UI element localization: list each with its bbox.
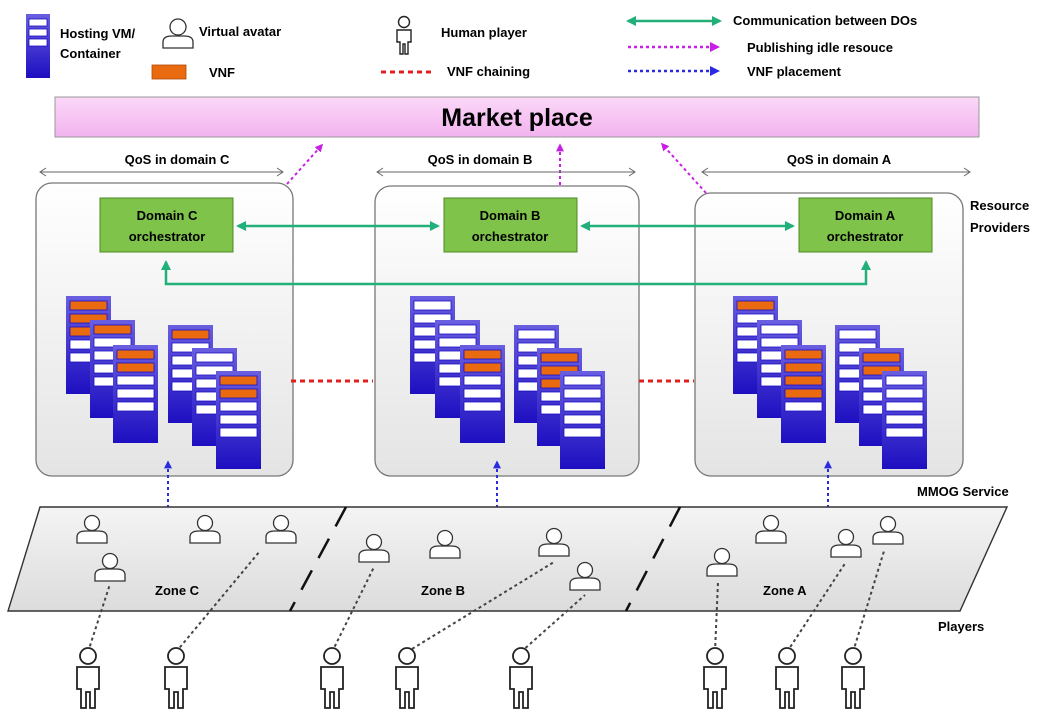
server-icon-14	[781, 345, 826, 443]
publish-arrows	[286, 142, 707, 194]
legend-avatar-icon	[162, 18, 194, 49]
human-player-icon-2	[320, 647, 344, 709]
legend-vnf-label: VNF	[209, 65, 235, 80]
orchestrator-a-line2: orchestrator	[827, 229, 904, 244]
avatar-icon-0	[76, 514, 108, 544]
placement-arrows	[164, 460, 832, 508]
comm-arrow-c-a	[161, 260, 871, 286]
comm-arrows	[161, 221, 871, 286]
server-icon-5	[216, 371, 261, 469]
server-icon-17	[882, 371, 927, 469]
avatar-icon-8	[706, 547, 738, 577]
legend-hosting-label: Hosting VM/	[60, 26, 135, 41]
human-player-icon-6	[775, 647, 799, 709]
server-icon-8	[460, 345, 505, 443]
orchestrator-b-line1: Domain B	[480, 208, 541, 223]
orchestrator-b-line2: orchestrator	[472, 229, 549, 244]
orchestrator-c-line2: orchestrator	[129, 229, 206, 244]
orchestrator-a-line1: Domain A	[835, 208, 896, 223]
orchestrator-c: Domain C orchestrator	[99, 197, 234, 253]
legend-vnf-swatch	[151, 64, 187, 80]
avatar-icon-9	[755, 514, 787, 544]
zone-divider-2	[624, 506, 682, 612]
publish-arrow-c	[286, 143, 324, 185]
qos-label-b: QoS in domain B	[428, 152, 533, 167]
human-player-icon-3	[395, 647, 419, 709]
legend-avatar-label: Virtual avatar	[199, 24, 281, 39]
human-player-icon-5	[703, 647, 727, 709]
human-player-icon-7	[841, 647, 865, 709]
marketplace-label: Market place	[441, 104, 593, 132]
avatar-icon-3	[265, 514, 297, 544]
orchestrator-a: Domain A orchestrator	[798, 197, 933, 253]
server-stacks	[66, 296, 927, 469]
avatar-icon-5	[429, 529, 461, 559]
legend: Hosting VM/ Container Virtual avatar VNF…	[26, 13, 917, 80]
players-label: Players	[938, 619, 984, 634]
zone-label-a: Zone A	[763, 583, 807, 598]
avatars	[76, 514, 904, 591]
server-icon-2	[113, 345, 158, 443]
player-link-4	[520, 594, 586, 653]
avatar-icon-1	[94, 552, 126, 582]
player-link-2	[331, 566, 375, 653]
legend-comm-label: Communication between DOs	[733, 13, 917, 28]
publish-arrow-a	[660, 142, 707, 194]
legend-human-label: Human player	[441, 25, 527, 40]
orchestrator-c-line1: Domain C	[137, 208, 198, 223]
mmog-service-label: MMOG Service	[917, 484, 1009, 499]
player-link-3	[406, 561, 555, 653]
resource-label-2: Providers	[970, 220, 1030, 235]
qos-label-a: QoS in domain A	[787, 152, 892, 167]
human-player-icon-4	[509, 647, 533, 709]
marketplace-bar	[54, 96, 980, 138]
human-player-icon-1	[164, 647, 188, 709]
human-player-icon-0	[76, 647, 100, 709]
qos-ranges: QoS in domain C QoS in domain B QoS in d…	[39, 152, 971, 177]
legend-human-icon	[396, 15, 412, 55]
orchestrator-b: Domain B orchestrator	[443, 197, 578, 253]
player-links	[87, 550, 885, 653]
qos-label-c: QoS in domain C	[125, 152, 230, 167]
zone-label-b: Zone B	[421, 583, 465, 598]
avatar-icon-6	[538, 527, 570, 557]
avatar-icon-2	[189, 514, 221, 544]
legend-placement-label: VNF placement	[747, 64, 842, 79]
zone-label-c: Zone C	[155, 583, 200, 598]
human-players	[76, 647, 865, 709]
server-icon-11	[560, 371, 605, 469]
zone-divider-1	[288, 506, 348, 612]
avatar-icon-11	[872, 515, 904, 545]
legend-chain-label: VNF chaining	[447, 64, 530, 79]
player-link-1	[175, 550, 261, 653]
legend-hosting-label-2: Container	[60, 46, 121, 61]
resource-label-1: Resource	[970, 198, 1029, 213]
avatar-icon-4	[358, 533, 390, 563]
avatar-icon-10	[830, 528, 862, 558]
legend-publish-label: Publishing idle resouce	[747, 40, 893, 55]
legend-server-icon	[26, 14, 50, 78]
avatar-icon-7	[569, 561, 601, 591]
